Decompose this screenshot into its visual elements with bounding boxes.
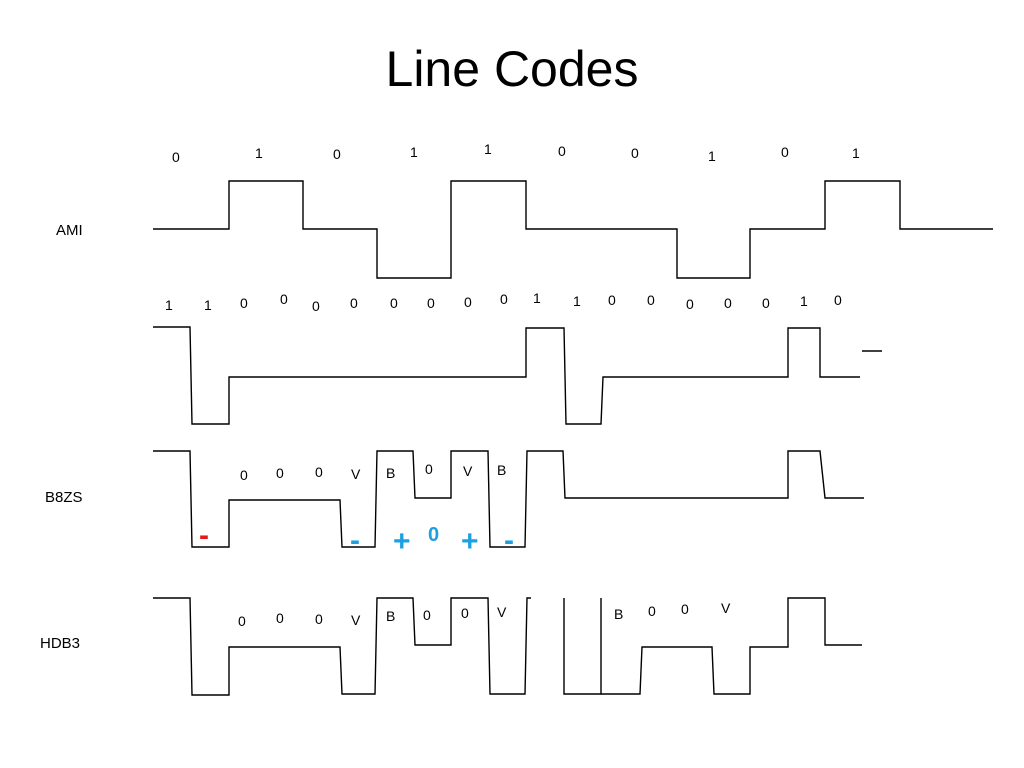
row2-bit-7: 0 bbox=[390, 295, 398, 311]
ami-bits: 0 1 0 1 1 0 0 1 0 1 bbox=[172, 141, 860, 165]
ami-bit-6: 0 bbox=[558, 143, 566, 159]
ami-bit-1: 0 bbox=[172, 149, 180, 165]
row2-bit-18: 1 bbox=[800, 293, 808, 309]
hdb3-letters: 0 0 0 V B 0 0 V B 0 0 V bbox=[238, 600, 731, 629]
row2-bit-15: 0 bbox=[686, 296, 694, 312]
b8zs-letter-6: 0 bbox=[425, 461, 433, 477]
hdb3-letter-3: 0 bbox=[315, 611, 323, 627]
hdb3-letter-12: V bbox=[721, 600, 731, 616]
ami-bit-4: 1 bbox=[410, 144, 418, 160]
b8zs-letter-3: 0 bbox=[315, 464, 323, 480]
ami-bit-10: 1 bbox=[852, 145, 860, 161]
slide-title: Line Codes bbox=[385, 41, 639, 97]
b8zs-letter-8: B bbox=[497, 462, 506, 478]
row2-bit-11: 1 bbox=[533, 290, 541, 306]
b8zs-mark-4: 0 bbox=[428, 524, 439, 546]
hdb3-letter-10: 0 bbox=[648, 603, 656, 619]
row2-bit-1: 1 bbox=[165, 297, 173, 313]
b8zs-mark-6: - bbox=[504, 524, 514, 557]
row2-bits: 1 1 0 0 0 0 0 0 0 0 1 1 0 0 0 0 0 1 0 bbox=[165, 290, 842, 314]
row2-bit-12: 1 bbox=[573, 293, 581, 309]
b8zs-mark-2: - bbox=[350, 524, 360, 557]
row2-bit-3: 0 bbox=[240, 295, 248, 311]
hdb3-letter-8: V bbox=[497, 604, 507, 620]
b8zs-label: B8ZS bbox=[45, 489, 83, 506]
b8zs-letter-1: 0 bbox=[240, 467, 248, 483]
hdb3-letter-7: 0 bbox=[461, 605, 469, 621]
row2-bit-14: 0 bbox=[647, 292, 655, 308]
hdb3-label: HDB3 bbox=[40, 635, 80, 652]
hdb3-waveform-part-3 bbox=[601, 597, 862, 695]
b8zs-letter-4: V bbox=[351, 466, 361, 482]
ami-bit-8: 1 bbox=[708, 148, 716, 164]
b8zs-polarity-marks: - - + 0 + - bbox=[199, 519, 514, 558]
row2-bit-19: 0 bbox=[834, 292, 842, 308]
row2-bit-2: 1 bbox=[204, 297, 212, 313]
row2-bit-10: 0 bbox=[500, 291, 508, 307]
ami-label: AMI bbox=[56, 222, 83, 239]
ami-bit-7: 0 bbox=[631, 145, 639, 161]
hdb3-letter-5: B bbox=[386, 608, 395, 624]
b8zs-letters: 0 0 0 V B 0 V B bbox=[240, 461, 506, 483]
hdb3-letter-2: 0 bbox=[276, 610, 284, 626]
b8zs-letter-5: B bbox=[386, 465, 395, 481]
hdb3-letter-11: 0 bbox=[681, 601, 689, 617]
b8zs-letter-7: V bbox=[463, 463, 473, 479]
b8zs-mark-5: + bbox=[461, 525, 479, 558]
row2-bit-16: 0 bbox=[724, 295, 732, 311]
ami-bit-2: 1 bbox=[255, 145, 263, 161]
row2-bit-17: 0 bbox=[762, 295, 770, 311]
row2-waveform bbox=[153, 326, 860, 425]
b8zs-mark-3: + bbox=[393, 525, 411, 558]
ami-bit-9: 0 bbox=[781, 144, 789, 160]
row2-bit-13: 0 bbox=[608, 292, 616, 308]
b8zs-letter-2: 0 bbox=[276, 465, 284, 481]
hdb3-letter-1: 0 bbox=[238, 613, 246, 629]
row2-bit-8: 0 bbox=[427, 295, 435, 311]
hdb3-waveform-part-2 bbox=[563, 598, 602, 695]
ami-bit-5: 1 bbox=[484, 141, 492, 157]
row2-bit-4: 0 bbox=[280, 291, 288, 307]
ami-bit-3: 0 bbox=[333, 146, 341, 162]
row2-bit-5: 0 bbox=[312, 298, 320, 314]
b8zs-mark-1: - bbox=[199, 519, 209, 552]
row2-bit-9: 0 bbox=[464, 294, 472, 310]
hdb3-letter-4: V bbox=[351, 612, 361, 628]
hdb3-letter-6: 0 bbox=[423, 607, 431, 623]
hdb3-letter-9: B bbox=[614, 606, 623, 622]
ami-waveform bbox=[153, 180, 993, 279]
row2-bit-6: 0 bbox=[350, 295, 358, 311]
hdb3-waveform-part-1 bbox=[153, 597, 531, 696]
b8zs-waveform bbox=[153, 450, 864, 548]
